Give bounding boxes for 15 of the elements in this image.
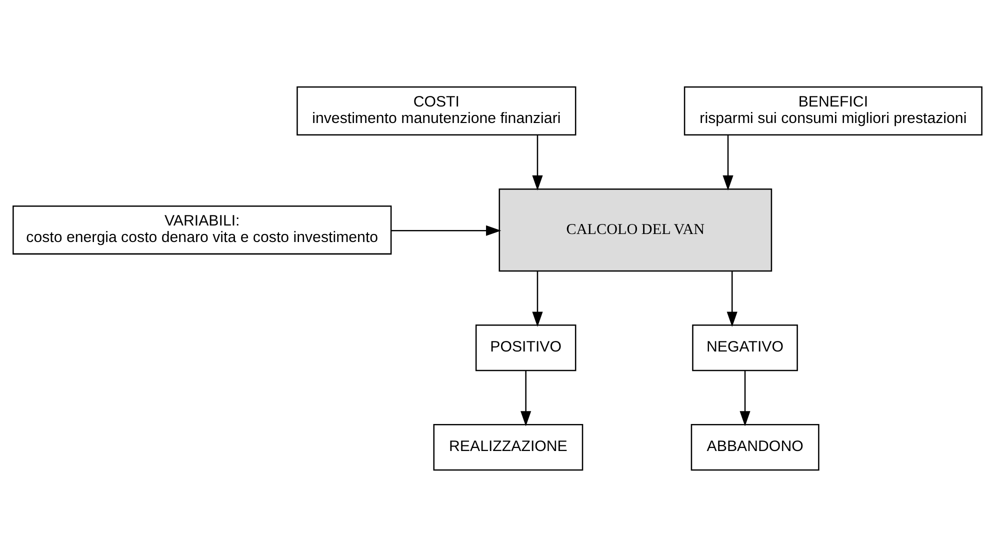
node-box: VARIABILI: costo energia costo denaro vita e costo investimento [12,205,392,255]
arrow [722,135,734,190]
arrow [520,370,532,426]
arrow [532,271,543,327]
arrow [532,135,543,190]
arrow [391,225,502,236]
node-box: BENEFICI risparmi sui consumi migliori prestazioni [684,86,982,136]
arrow [726,271,738,327]
node-box: NEGATIVO [692,324,798,372]
node-box: CALCOLO DEL VAN [498,188,772,272]
node-box: REALIZZAZIONE [433,424,584,471]
node-box: COSTI investimento manutenzione finanziari [296,86,576,136]
node-box: ABBANDONO [690,424,820,471]
node-box: POSITIVO [475,324,576,372]
arrow [740,370,750,426]
